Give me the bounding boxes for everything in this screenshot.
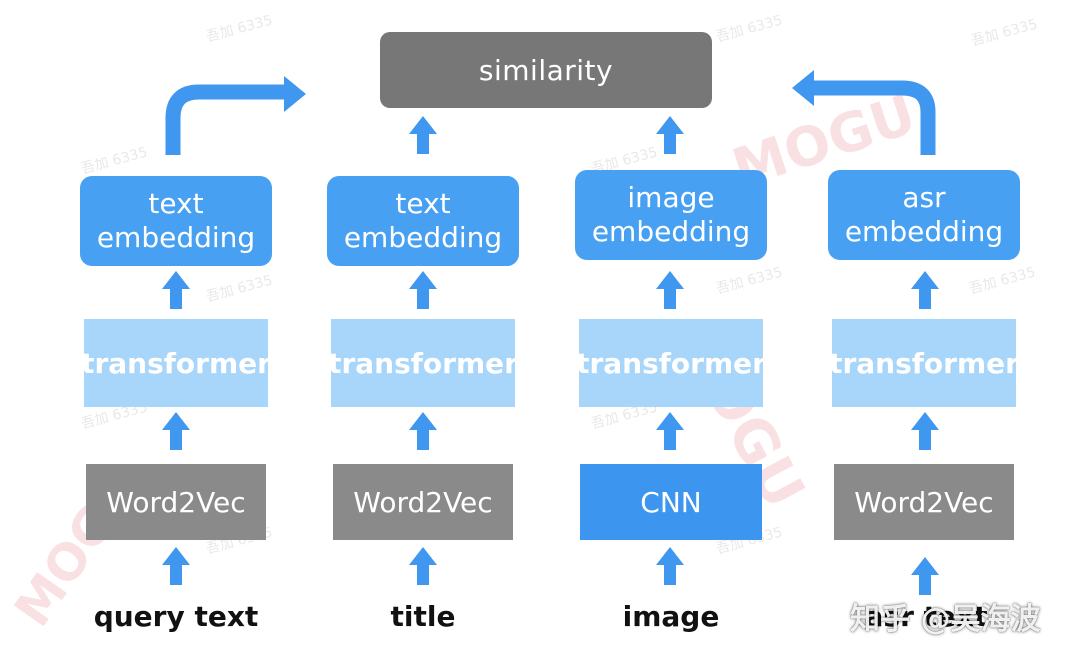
embedding-label: image <box>627 181 715 214</box>
embedding-label: embedding <box>343 221 503 254</box>
arrow-up-icon <box>911 412 939 450</box>
input-label: query text <box>93 600 259 633</box>
input-label: image <box>622 600 720 633</box>
word2vec-box: Word2Vec <box>86 464 266 540</box>
embedding-label: embedding <box>591 215 751 248</box>
embedding-label: embedding <box>844 215 1004 248</box>
arrow-up-icon <box>409 271 437 309</box>
encoder-label: Word2Vec <box>353 485 493 519</box>
transformer-label: transformer <box>81 346 271 380</box>
arrow-up-icon <box>409 116 437 154</box>
transformer-label: transformer <box>576 346 766 380</box>
embedding-label: text <box>148 187 204 220</box>
arrow-up-icon <box>409 412 437 450</box>
similarity-label: similarity <box>478 53 614 87</box>
arrow-up-icon <box>911 271 939 309</box>
arrow-up-icon <box>656 412 684 450</box>
arrow-up-icon <box>162 412 190 450</box>
arrow-up-icon <box>656 116 684 154</box>
transformer-label: transformer <box>829 346 1019 380</box>
encoder-label: CNN <box>640 485 702 519</box>
arrow-up-icon <box>162 271 190 309</box>
text-embedding-box: text embedding <box>80 176 272 266</box>
curved-arrow-left <box>165 84 286 155</box>
transformer-box: transformer <box>81 319 271 407</box>
transformer-box: transformer <box>829 319 1019 407</box>
embedding-label: embedding <box>96 221 256 254</box>
arrow-up-icon <box>162 547 190 585</box>
similarity-box: similarity <box>380 32 712 108</box>
transformer-box: transformer <box>328 319 518 407</box>
transformer-label: transformer <box>328 346 518 380</box>
input-label: asr text <box>864 600 988 633</box>
word2vec-box: Word2Vec <box>834 464 1014 540</box>
embedding-label: text <box>395 187 451 220</box>
input-label: title <box>390 600 456 633</box>
arrow-up-icon <box>911 557 939 595</box>
encoder-label: Word2Vec <box>854 485 994 519</box>
arrow-up-icon <box>656 271 684 309</box>
cnn-box: CNN <box>580 464 762 540</box>
curved-arrow-right <box>812 80 936 155</box>
image-embedding-box: image embedding <box>575 170 767 260</box>
encoder-label: Word2Vec <box>106 485 246 519</box>
embedding-label: asr <box>902 181 946 214</box>
transformer-box: transformer <box>576 319 766 407</box>
asr-embedding-box: asr embedding <box>828 170 1020 260</box>
arrow-up-icon <box>656 547 684 585</box>
text-embedding-box: text embedding <box>327 176 519 266</box>
credit-watermark: 知乎 @吴海波 <box>850 602 1041 637</box>
arrow-up-icon <box>409 547 437 585</box>
word2vec-box: Word2Vec <box>333 464 513 540</box>
